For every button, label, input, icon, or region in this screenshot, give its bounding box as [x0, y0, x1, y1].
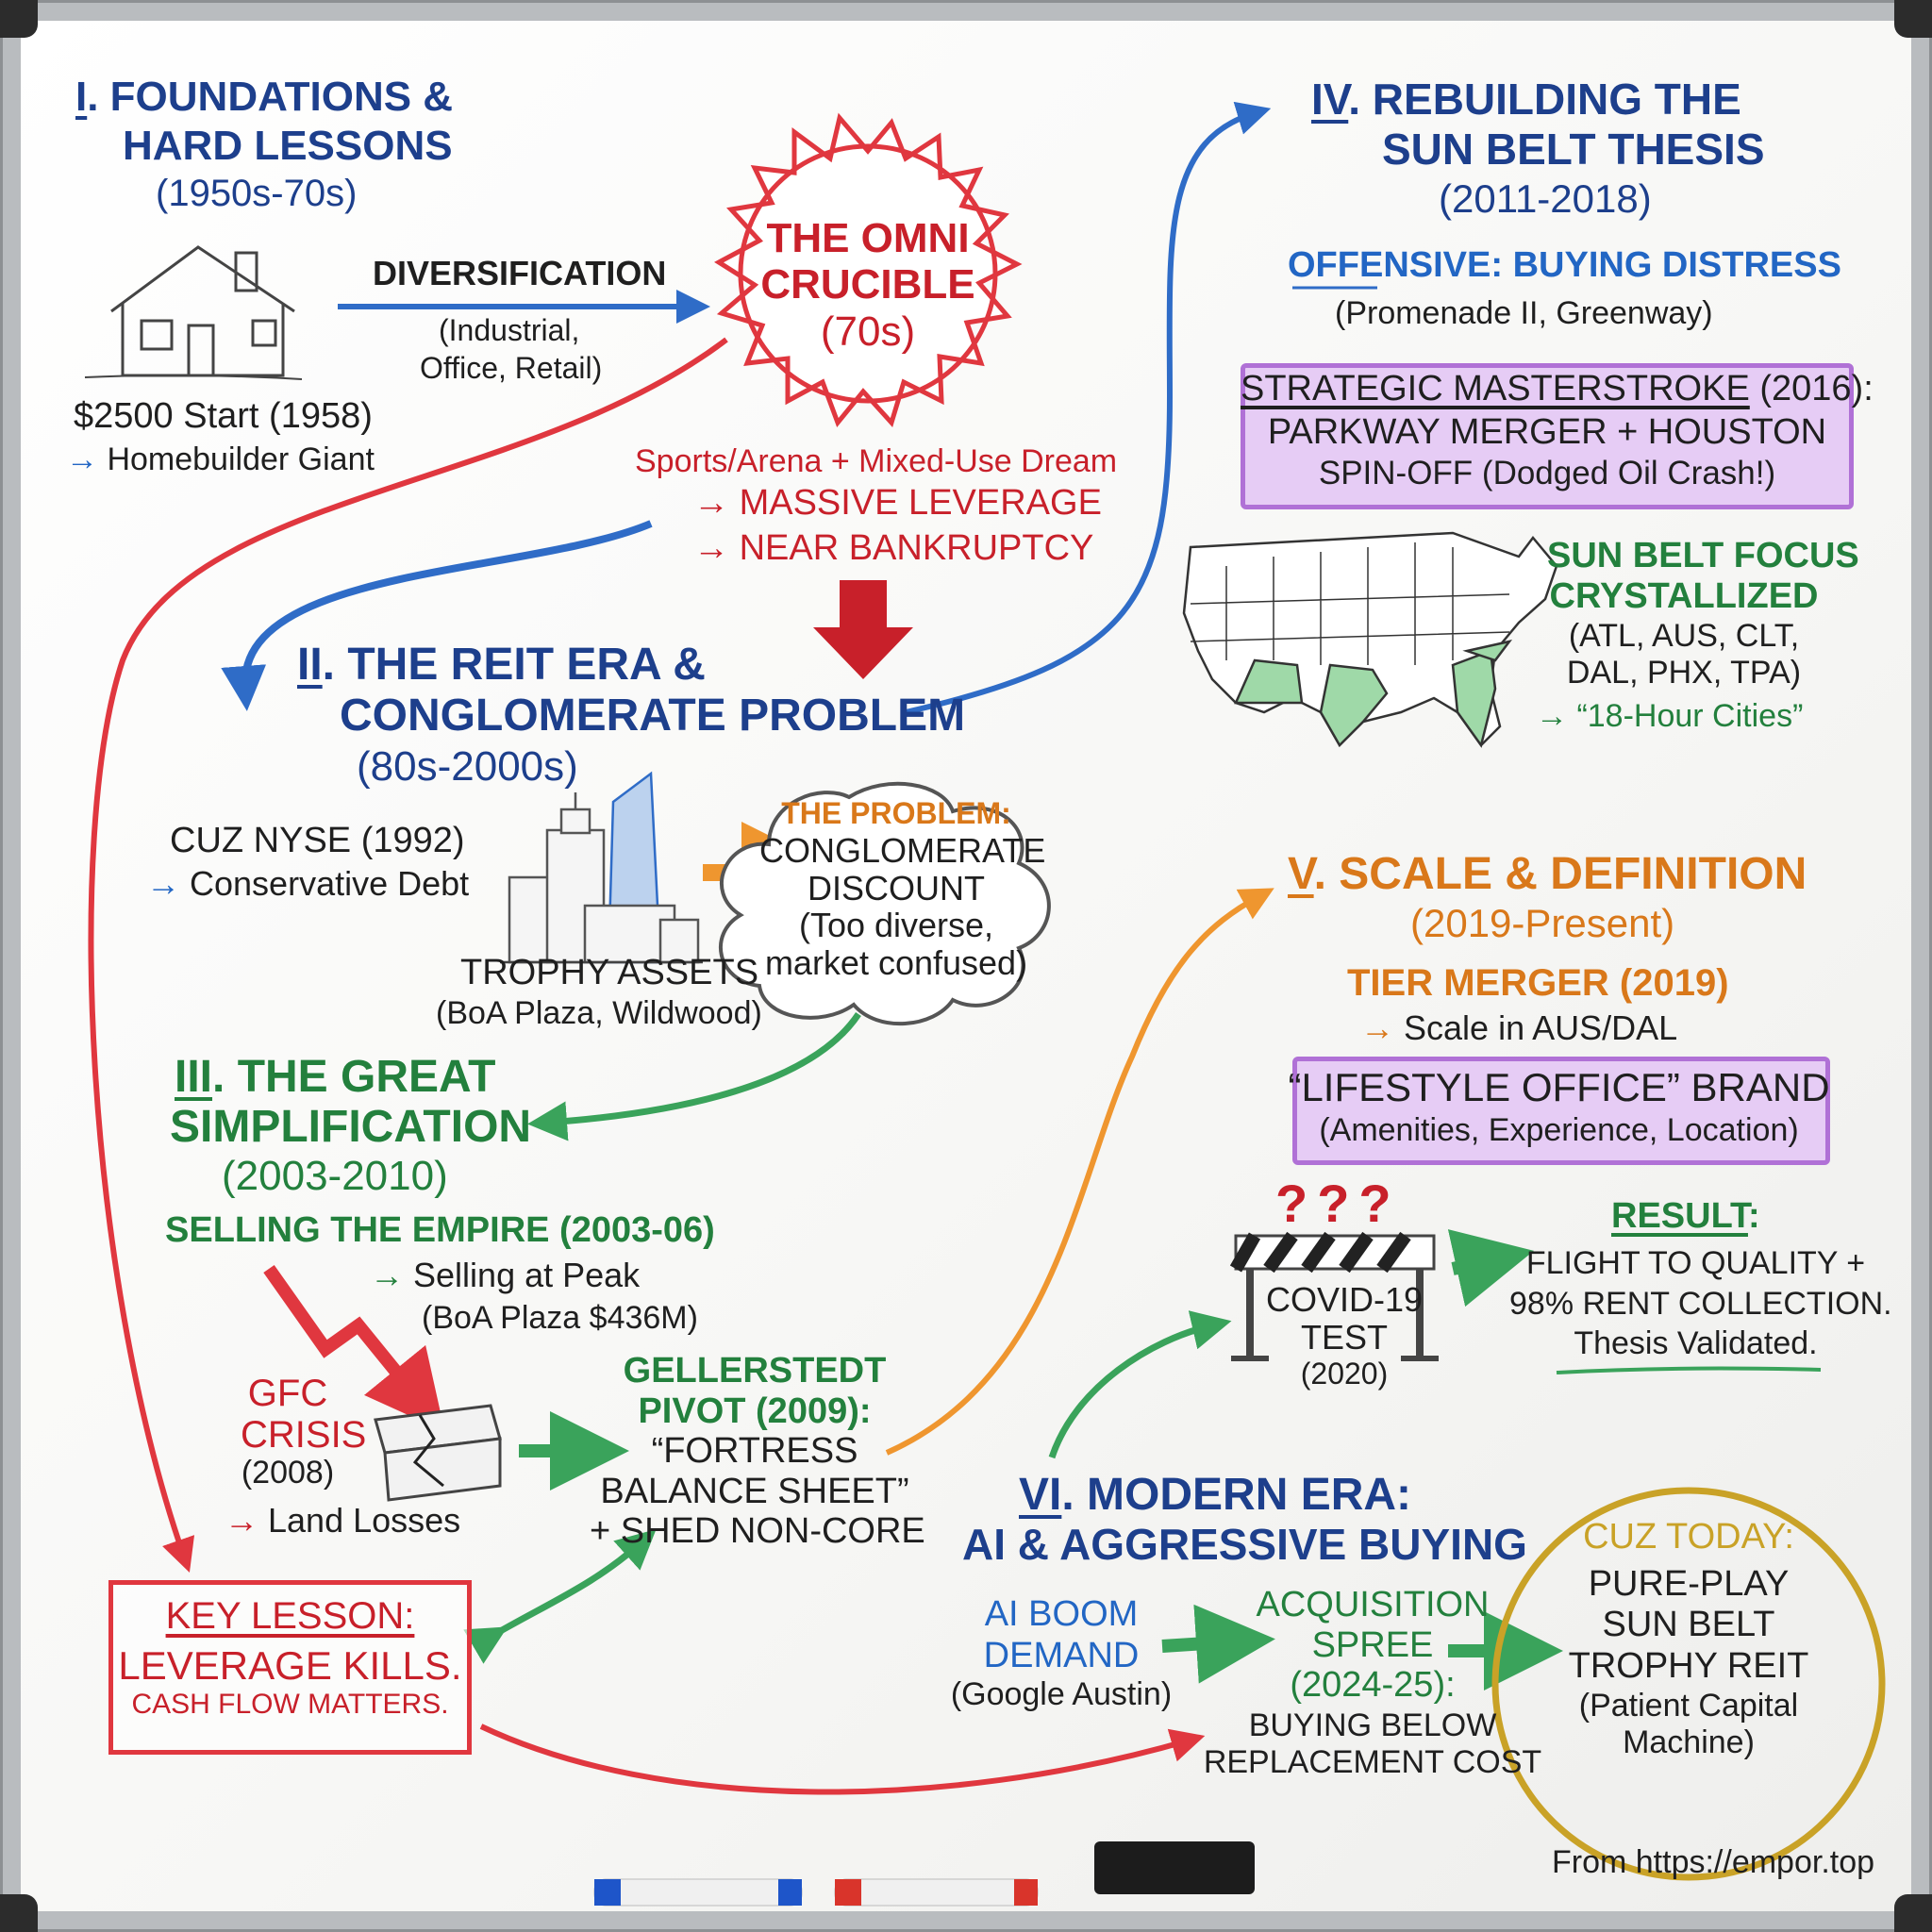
- source-footer: From https://empor.top: [1552, 1844, 1875, 1880]
- conservative-debt: → Conservative Debt: [146, 864, 470, 903]
- offensive-label: OFFENSIVE: BUYING DISTRESS: [1288, 245, 1841, 285]
- start-label: $2500 Start (1958): [74, 396, 373, 436]
- selling-peak: → Selling at Peak: [370, 1256, 641, 1294]
- house-icon: [84, 245, 303, 380]
- section-3-title-line2: SIMPLIFICATION: [170, 1102, 532, 1152]
- omni-bankruptcy: → NEAR BANKRUPTCY: [693, 528, 1094, 568]
- section-5-years: (2019-Present): [1410, 901, 1675, 945]
- key-lesson: KEY LESSON: LEVERAGE KILLS. CASH FLOW MA…: [118, 1595, 462, 1721]
- section-2-title: II. THE REIT ERA &: [297, 640, 706, 690]
- section-1-years: (1950s-70s): [156, 173, 358, 214]
- homebuilder-note: → Homebuilder Giant: [66, 441, 375, 477]
- result-text: FLIGHT TO QUALITY +98% RENT COLLECTION.T…: [1509, 1245, 1892, 1361]
- nyse-label: CUZ NYSE (1992): [170, 821, 465, 860]
- red-marker: [834, 1878, 1039, 1907]
- section-4-title-line2: SUN BELT THESIS: [1382, 125, 1765, 174]
- lifestyle-box: [1292, 1057, 1830, 1165]
- strategic-box: [1241, 363, 1854, 509]
- section-6-title: VI. MODERN ERA:: [1019, 1470, 1412, 1520]
- diversification-detail-1: (Industrial,: [439, 313, 580, 347]
- question-marks: ???: [1275, 1174, 1401, 1233]
- section-2-years: (80s-2000s): [357, 743, 578, 790]
- eraser: [1094, 1841, 1255, 1894]
- frame-corner: [1894, 0, 1932, 38]
- cuz-today: CUZ TODAY: PURE-PLAY SUN BELT TROPHY REI…: [1568, 1517, 1809, 1760]
- problem-cloud: [718, 781, 1051, 1025]
- section-4-years: (2011-2018): [1439, 176, 1652, 221]
- strategic-text: STRATEGIC MASTERSTROKE (2016): PARKWAY M…: [1241, 369, 1874, 492]
- road-barrier-icon: [1229, 1231, 1439, 1361]
- omni-dream: Sports/Arena + Mixed-Use Dream: [635, 443, 1118, 479]
- trophy-assets: TROPHY ASSETS: [460, 953, 759, 992]
- key-lesson-box: [108, 1580, 472, 1755]
- frame-corner: [0, 0, 38, 38]
- section-1-title: I. FOUNDATIONS &: [75, 74, 454, 120]
- cracked-box-icon: [374, 1404, 502, 1502]
- result-label: RESULT:: [1611, 1196, 1760, 1236]
- section-3-title: III. THE GREAT: [175, 1052, 496, 1102]
- omni-starburst: [714, 112, 1023, 427]
- arrow-down-icon: [813, 580, 913, 679]
- section-4-title: IV. REBUILDING THE: [1311, 75, 1741, 124]
- peak-detail: (BoA Plaza $436M): [422, 1300, 698, 1336]
- diversification-detail-2: Office, Retail): [420, 351, 603, 385]
- section-2-title-line2: CONGLOMERATE PROBLEM: [340, 691, 966, 741]
- diversification-label: DIVERSIFICATION: [373, 254, 667, 292]
- lifestyle-text: “LIFESTYLE OFFICE” BRAND (Amenities, Exp…: [1288, 1065, 1830, 1149]
- tier-scale: → Scale in AUS/DAL: [1360, 1008, 1678, 1047]
- selling-empire: SELLING THE EMPIRE (2003-06): [165, 1210, 715, 1250]
- offensive-detail: (Promenade II, Greenway): [1335, 295, 1713, 331]
- section-1-title-line2: HARD LESSONS: [123, 123, 453, 169]
- land-losses: → Land Losses: [225, 1501, 461, 1540]
- sunbelt-cities: (ATL, AUS, CLT,DAL, PHX, TPA): [1566, 618, 1802, 691]
- trophy-detail: (BoA Plaza, Wildwood): [436, 995, 762, 1031]
- skyscraper-icon: [500, 771, 703, 964]
- eighteen-hour-cities: → “18-Hour Cities”: [1536, 698, 1804, 734]
- us-map-icon: [1182, 531, 1558, 748]
- omni-leverage: → MASSIVE LEVERAGE: [693, 483, 1102, 523]
- problem-title: THE PROBLEM:: [781, 796, 1011, 830]
- blue-marker: [593, 1878, 803, 1907]
- frame-corner: [1894, 1894, 1932, 1932]
- cuz-today-circle: [1491, 1487, 1886, 1881]
- section-3-years: (2003-2010): [222, 1153, 448, 1199]
- tier-merger: TIER MERGER (2019): [1347, 962, 1729, 1004]
- section-6-title-line2: AI & AGGRESSIVE BUYING: [962, 1520, 1527, 1569]
- section-5-title: V. SCALE & DEFINITION: [1288, 849, 1807, 899]
- frame-corner: [0, 1894, 38, 1932]
